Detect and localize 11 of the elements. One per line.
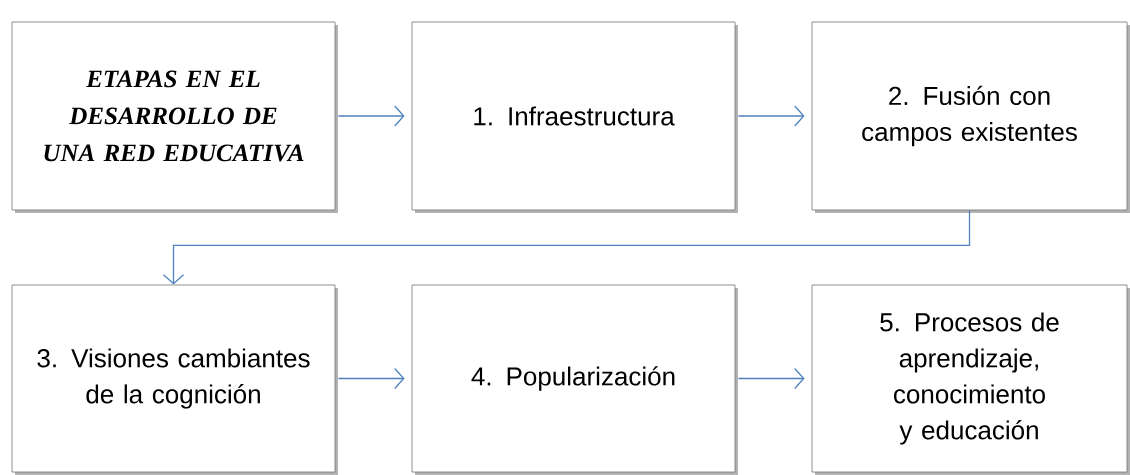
process-box: ETAPAS EN EL DESARROLLO DE UNA RED EDUCATIVA [11,21,338,213]
process-box: 3. Visiones cambiantes de la cognición [11,284,338,475]
arrow [162,209,971,285]
arrow [337,105,405,127]
process-box: 5. Procesos de aprendizaje, conocimiento y educación [811,284,1130,475]
process-box: 4. Popularización [411,284,738,475]
arrow [337,367,405,390]
process-box: 1. Infraestructura [411,21,738,213]
arrow [737,105,805,127]
process-box: 2. Fusión con campos existentes [811,21,1130,213]
arrow [737,367,805,390]
